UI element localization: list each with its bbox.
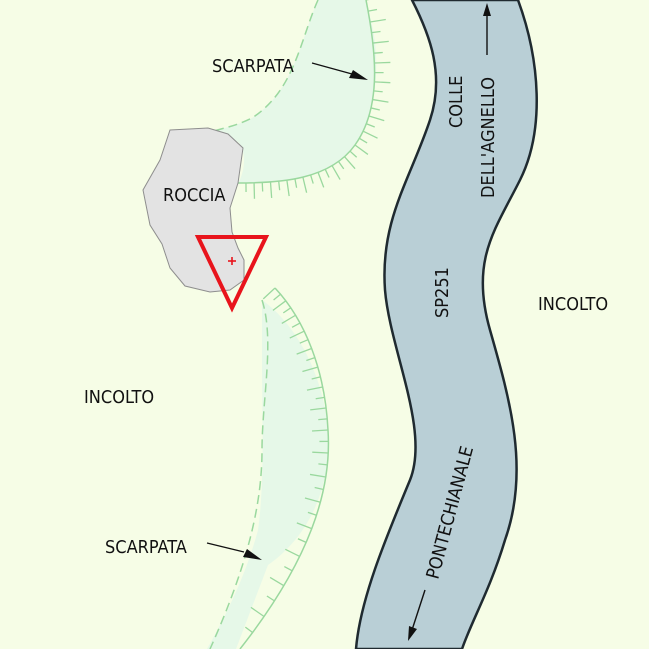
scarp-hatch-mark: [269, 576, 285, 587]
scarp-hatch-mark: [314, 486, 324, 491]
scarp-hatch-mark: [286, 180, 290, 197]
scarp-hatch-mark: [297, 538, 307, 543]
scarp-hatch-mark: [370, 107, 380, 111]
scarp-hatch-mark: [250, 606, 265, 618]
scarp-hatch-mark: [317, 172, 325, 188]
scarp-hatch-mark: [373, 51, 383, 54]
roccia-label: ROCCIA: [163, 185, 225, 206]
scarp-hatch-mark: [296, 522, 312, 530]
scarp-hatch-mark: [244, 626, 253, 634]
scarp-hatch-mark: [281, 314, 296, 325]
red-triangle-marker-icon[interactable]: [194, 235, 270, 313]
scarp-hatch-mark: [304, 497, 321, 503]
scarp-hatch-mark: [309, 174, 314, 184]
scarp-hatch-mark: [354, 144, 369, 155]
scarp-hatch-mark: [344, 156, 356, 170]
scarp-upper: [211, 0, 391, 199]
scarp-hatch-mark: [306, 386, 323, 391]
road-sp251: [354, 0, 538, 649]
scarp-hatch-mark: [262, 287, 276, 300]
scarp-hatch-mark: [374, 81, 391, 84]
scarp-hatch-mark: [273, 293, 281, 301]
scarp-hatch-mark: [266, 595, 275, 602]
scarp-hatch-mark: [299, 339, 309, 344]
scarp-hatch-mark: [278, 181, 281, 191]
scarp-hatch-mark: [310, 407, 327, 411]
destination-north-line2: DELL'AGNELLO: [478, 77, 499, 198]
scarp-hatch-mark: [272, 300, 287, 311]
scarp-hatch-mark: [302, 366, 318, 373]
scarp-hatch-mark: [296, 347, 312, 355]
scarp-hatch-mark: [372, 98, 389, 103]
scarp-hatch-mark: [373, 90, 383, 93]
rock-area: [142, 127, 245, 293]
scarp-hatch-mark: [371, 30, 381, 34]
scarp-hatch-mark: [289, 330, 305, 339]
scarp-hatch-mark: [282, 307, 292, 314]
scarp-hatch-mark: [369, 18, 386, 23]
scarp-hatch-mark: [372, 40, 389, 44]
arrow-up-icon: [483, 3, 491, 55]
scarp-hatch-mark: [374, 61, 391, 64]
scarp-hatch-mark: [307, 511, 317, 516]
scarp-hatch-mark: [359, 137, 368, 144]
scarp-hatch-mark: [311, 429, 329, 432]
scarp-hatch-mark: [331, 165, 341, 180]
arrow-down-icon: [408, 589, 426, 641]
scarp-hatch-mark: [306, 357, 316, 362]
scarp-hatch-mark: [318, 418, 328, 421]
scarpata-label-top: SCARPATA: [212, 56, 294, 77]
scarp-hatch-mark: [269, 181, 273, 198]
destination-north-line1: COLLE: [446, 76, 467, 128]
incolto-label-left: INCOLTO: [84, 387, 154, 408]
scarp-hatch-mark: [324, 169, 330, 178]
scarpata-label-bottom: SCARPATA: [105, 537, 187, 558]
incolto-label-right: INCOLTO: [538, 294, 608, 315]
scarp-hatch-mark: [368, 8, 378, 12]
leader-arrow-lower: [206, 542, 262, 560]
scarp-hatch-mark: [337, 161, 345, 170]
scarp-lower: [207, 287, 330, 649]
scarp-hatch-mark: [366, 123, 375, 128]
leader-arrow-upper: [311, 62, 368, 80]
scarp-hatch-mark: [294, 178, 298, 188]
scarp-hatch-mark: [312, 451, 329, 454]
scarp-hatch-mark: [311, 376, 321, 380]
scarp-hatch-mark: [291, 322, 301, 328]
scarp-hatch-mark: [284, 565, 293, 572]
scarp-hatch-mark: [368, 115, 385, 122]
scarp-hatch-mark: [349, 150, 358, 158]
road-code-label: SP251: [432, 267, 453, 318]
scarp-hatch-mark: [318, 463, 328, 466]
scarp-hatch-mark: [315, 396, 325, 400]
scarp-hatch-mark: [302, 176, 308, 193]
scarp-hatch-mark: [362, 130, 378, 139]
scarp-hatch-mark: [285, 548, 300, 557]
scarp-hatch-mark: [309, 473, 326, 478]
